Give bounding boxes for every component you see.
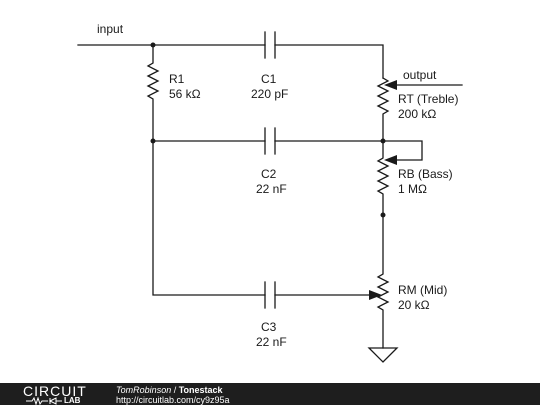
rt-name-label: RT (Treble)	[398, 92, 458, 106]
rm-wiper-arrow	[369, 290, 382, 300]
c1-capacitor	[264, 31, 276, 59]
project-url[interactable]: http://circuitlab.com/cy9z95a	[116, 395, 230, 405]
footer-bar: CIRCUIT LAB TomRobinson / Tonestack http…	[0, 383, 540, 405]
schematic-diagram: input output R1 56 kΩ C1 220 pF RT (Treb…	[77, 22, 463, 363]
circuitlab-logo[interactable]: CIRCUIT	[23, 383, 87, 399]
rb-value-label: 1 MΩ	[398, 182, 427, 196]
rt-value-label: 200 kΩ	[398, 107, 436, 121]
wire-c1-to-rt	[274, 44, 384, 79]
rb-wiper-loop	[382, 140, 423, 161]
junction-r1-top	[150, 42, 156, 48]
c3-name-label: C3	[261, 320, 277, 334]
c2-value-label: 22 nF	[256, 182, 287, 196]
rb-name-label: RB (Bass)	[398, 167, 453, 181]
input-label: input	[97, 22, 124, 36]
r1-resistor	[146, 44, 160, 142]
ground-symbol	[367, 347, 399, 363]
rm-value-label: 20 kΩ	[398, 298, 430, 312]
r1-value-label: 56 kΩ	[169, 87, 201, 101]
project-title[interactable]: Tonestack	[178, 385, 223, 395]
c1-value-label: 220 pF	[251, 87, 288, 101]
r1-name-label: R1	[169, 72, 185, 86]
credit-separator: /	[171, 385, 179, 395]
wire-left-down	[152, 140, 266, 296]
c3-capacitor	[264, 281, 276, 309]
credit-line: TomRobinson / Tonestack	[116, 385, 223, 395]
junction-rt-bottom	[380, 138, 386, 144]
logo-lab-text: LAB	[64, 396, 81, 405]
rt-wiper-arrow	[384, 80, 397, 90]
c1-name-label: C1	[261, 72, 277, 86]
junction-r1-mid	[150, 138, 156, 144]
rb-wiper-arrow	[384, 155, 397, 165]
rm-potentiometer	[376, 214, 390, 349]
logo-circuit-icon	[26, 397, 62, 405]
junction-rb-bottom	[380, 212, 386, 218]
rt-potentiometer	[376, 77, 390, 142]
c3-value-label: 22 nF	[256, 335, 287, 349]
rm-name-label: RM (Mid)	[398, 283, 447, 297]
c2-capacitor	[264, 127, 276, 155]
c2-name-label: C2	[261, 167, 277, 181]
author-link[interactable]: TomRobinson	[116, 385, 172, 395]
output-label: output	[403, 68, 437, 82]
rb-potentiometer	[376, 140, 390, 216]
